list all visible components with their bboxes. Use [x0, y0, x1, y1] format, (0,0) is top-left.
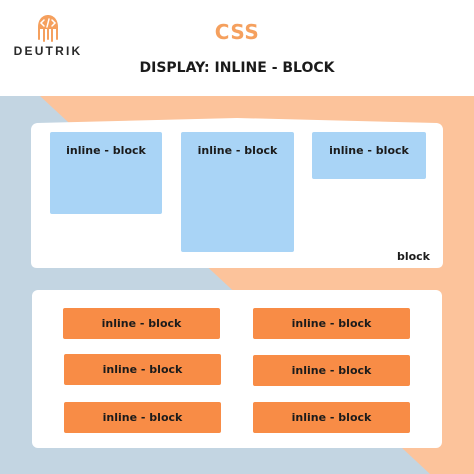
page-title: CSS [214, 20, 260, 44]
inline-block-box-3: inline - block [312, 132, 426, 179]
orange-inline-block-2: inline - block [253, 308, 410, 339]
orange-inline-block-6: inline - block [253, 402, 410, 433]
inline-block-box-2: inline - block [181, 132, 294, 252]
orange-inline-block-1: inline - block [63, 308, 220, 339]
orange-inline-block-3: inline - block [64, 354, 221, 385]
orange-inline-block-5: inline - block [64, 402, 221, 433]
inline-block-box-1: inline - block [50, 132, 162, 214]
code-slash-icon [38, 15, 58, 42]
orange-inline-block-4: inline - block [253, 355, 410, 386]
page-subtitle: DISPLAY: INLINE - BLOCK [139, 60, 335, 76]
block-label: block [396, 250, 430, 263]
brand-name: DEUTRIK [13, 44, 83, 58]
brand-logo: DEUTRIK [13, 14, 83, 64]
